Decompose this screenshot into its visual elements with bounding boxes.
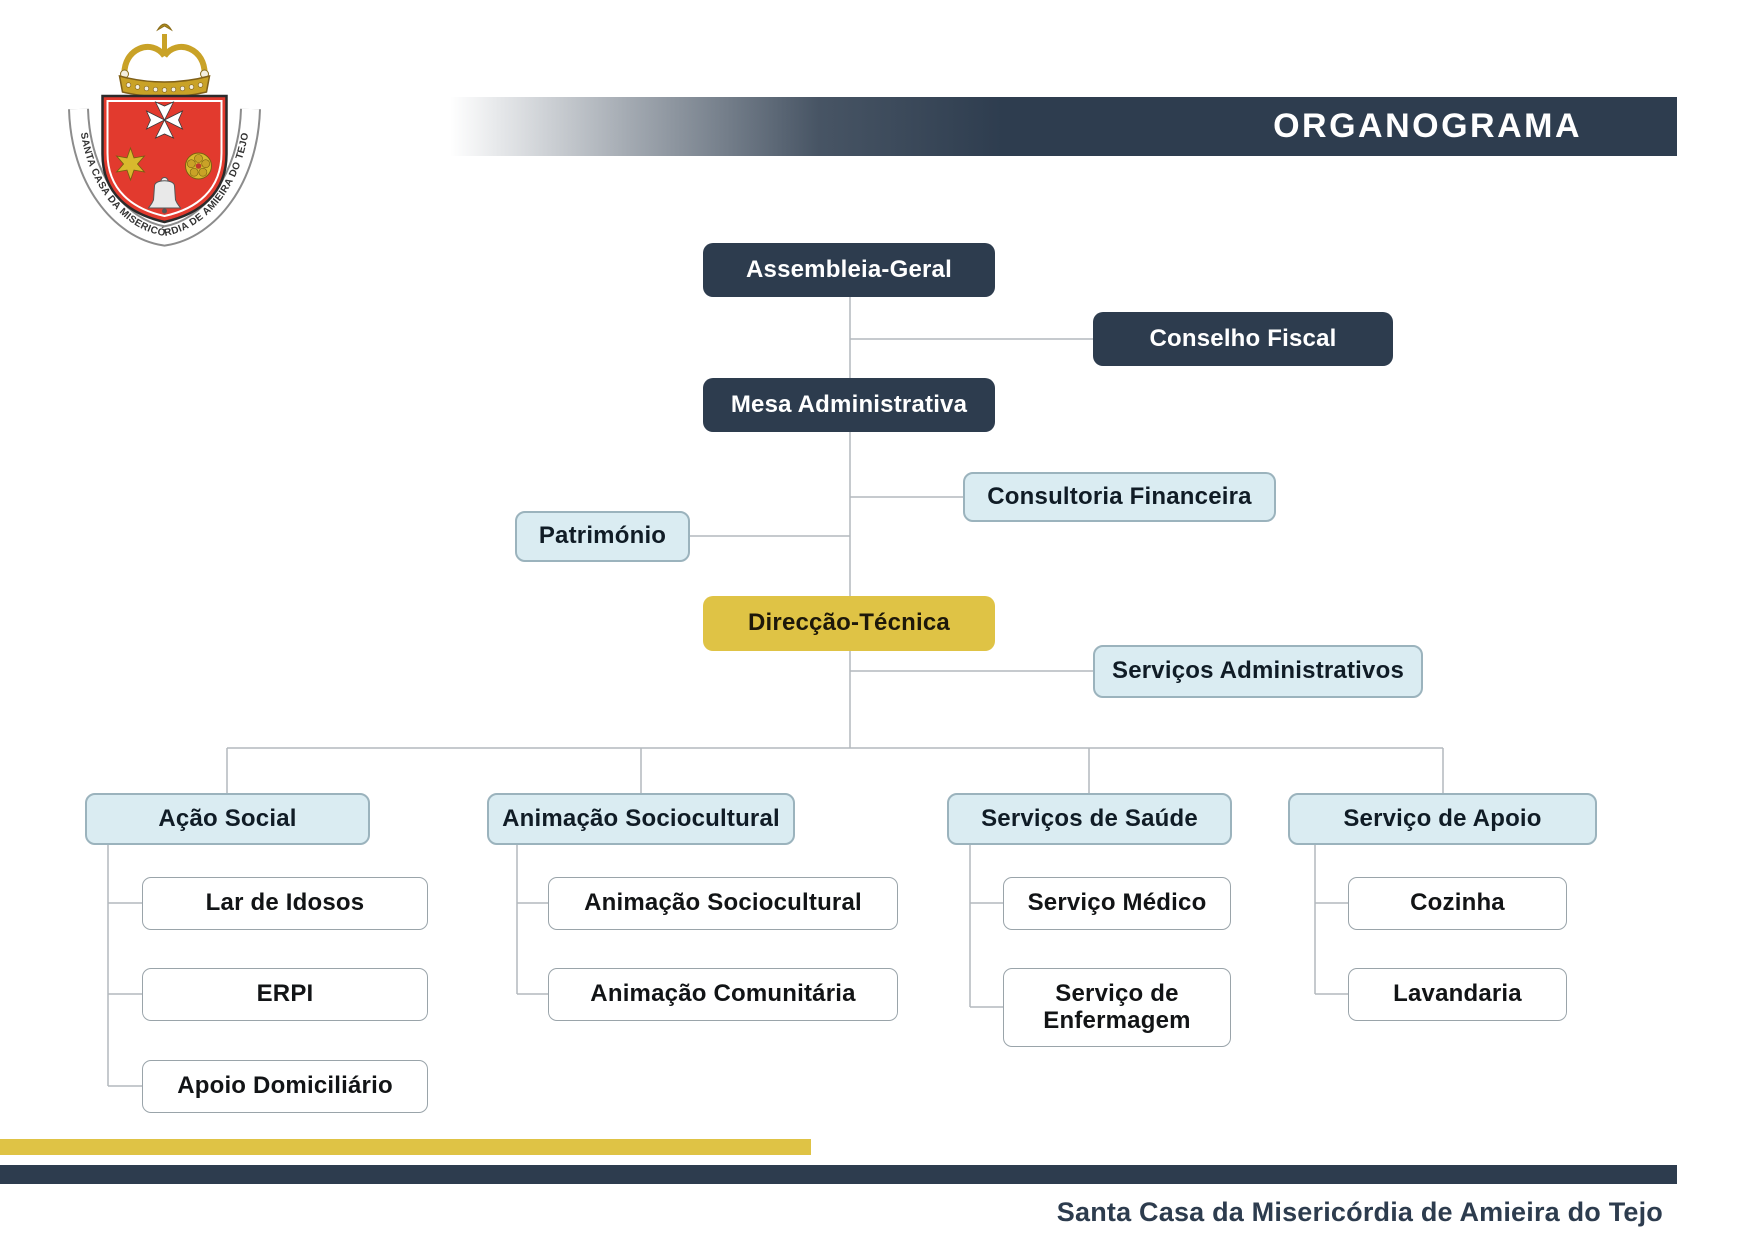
- node-servicos-administrativos: Serviços Administrativos: [1093, 645, 1423, 698]
- node-servico-medico: Serviço Médico: [1003, 877, 1231, 930]
- branch-acao-social: Ação Social: [85, 793, 370, 845]
- node-conselho-fiscal: Conselho Fiscal: [1093, 312, 1393, 366]
- footer-accent-bar: [0, 1139, 811, 1155]
- shield: [101, 94, 228, 224]
- node-servico-de-enfermagem: Serviço de Enfermagem: [1003, 968, 1231, 1047]
- node-cozinha: Cozinha: [1348, 877, 1567, 930]
- node-direccao-tecnica: Direcção-Técnica: [703, 596, 995, 651]
- branch-servicos-de-saude: Serviços de Saúde: [947, 793, 1232, 845]
- star-icon: [115, 146, 146, 182]
- rose-icon: [185, 152, 212, 180]
- coat-of-arms-logo: SANTA CASA DA MISERICÓRDIA DE AMIEIRA DO…: [68, 23, 261, 247]
- bell-icon: [147, 177, 182, 214]
- node-assembleia-geral: Assembleia-Geral: [703, 243, 995, 297]
- node-patrimonio: Património: [515, 511, 690, 562]
- node-mesa-administrativa: Mesa Administrativa: [703, 378, 995, 432]
- branch-servico-de-apoio: Serviço de Apoio: [1288, 793, 1597, 845]
- node-animacao-comunitaria: Animação Comunitária: [548, 968, 898, 1021]
- node-lavandaria: Lavandaria: [1348, 968, 1567, 1021]
- footer-navy-bar: [0, 1165, 1677, 1184]
- ribbon-band: [70, 108, 259, 245]
- node-consultoria-financeira: Consultoria Financeira: [963, 472, 1276, 522]
- node-apoio-domiciliario: Apoio Domiciliário: [142, 1060, 428, 1113]
- crown-icon: [118, 23, 211, 98]
- node-lar-de-idosos: Lar de Idosos: [142, 877, 428, 930]
- node-erpi: ERPI: [142, 968, 428, 1021]
- branch-animacao-sociocultural: Animação Sociocultural: [487, 793, 795, 845]
- footer-institution-name: Santa Casa da Misericórdia de Amieira do…: [1056, 1197, 1663, 1227]
- maltese-cross-icon: [145, 101, 184, 139]
- header-bar: ORGANOGRAMA: [450, 97, 1677, 156]
- page-title: ORGANOGRAMA: [1273, 107, 1582, 145]
- node-animacao-sociocultural: Animação Sociocultural: [548, 877, 898, 930]
